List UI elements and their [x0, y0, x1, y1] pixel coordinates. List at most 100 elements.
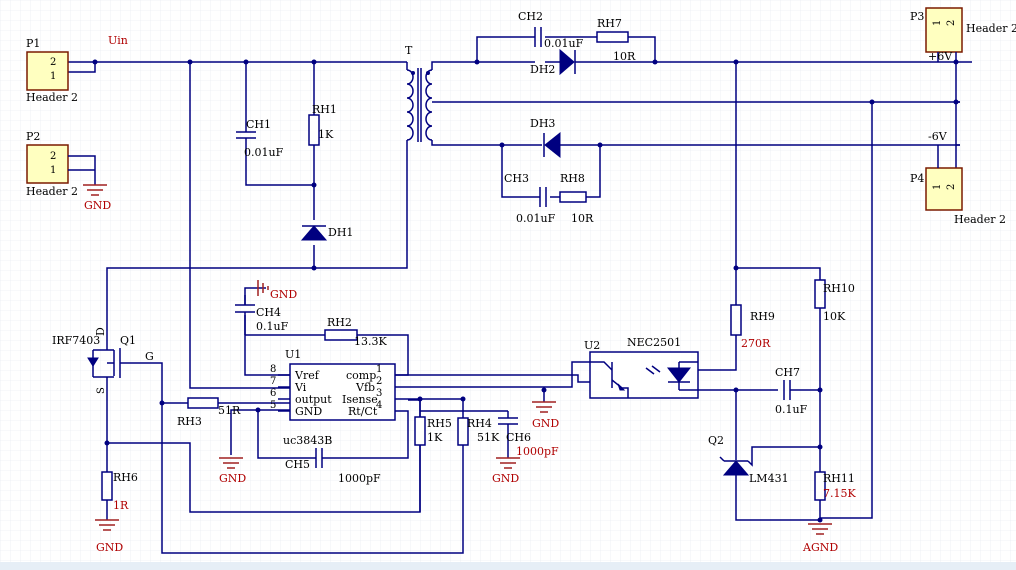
rh1-designator: RH1	[312, 103, 337, 116]
rh4-designator: RH4	[467, 417, 492, 430]
q1-pin-s: S	[96, 387, 107, 394]
transformer-t[interactable]: T	[405, 44, 433, 142]
mosfet-q1[interactable]: Q1 IRF7403 G D S	[52, 327, 154, 394]
rh10-designator: RH10	[823, 282, 855, 295]
resistor-rh6[interactable]: RH6 1R	[101, 471, 138, 512]
p1-name: Header 2	[26, 91, 78, 104]
gnd-p2-label: GND	[84, 199, 111, 212]
ch1-value: 0.01uF	[244, 146, 284, 159]
ch4-designator: CH4	[256, 306, 281, 319]
ch5-designator: CH5	[285, 458, 310, 471]
p1-pin-2: 2	[50, 57, 56, 68]
gnd-ch6-label: GND	[492, 472, 519, 485]
u1-pin2-name: Vfb	[355, 381, 375, 394]
resistor-rh11[interactable]: RH11 7.15K	[814, 471, 856, 501]
u2-designator: U2	[584, 339, 600, 352]
dh1-designator: DH1	[328, 226, 353, 239]
resistor-rh5[interactable]: RH5 1K	[414, 416, 452, 512]
ch3-designator: CH3	[504, 172, 529, 185]
ch3-value: 0.01uF	[516, 212, 556, 225]
p4-pin-2: 2	[946, 184, 957, 190]
gnd-rh6: GND	[95, 519, 123, 554]
connector-p2[interactable]: 2 1 P2 Header 2	[26, 130, 96, 198]
rh11-value: 7.15K	[823, 487, 856, 500]
capacitor-ch5[interactable]: CH5 1000pF	[285, 448, 381, 485]
resistor-rh4[interactable]: RH4 51K	[457, 417, 500, 446]
diode-dh2[interactable]: DH2	[530, 48, 576, 76]
rh2-value: 13.3K	[354, 335, 387, 348]
optocoupler-u2[interactable]: U2 NEC2501	[584, 336, 699, 399]
diode-dh1[interactable]: DH1	[300, 225, 353, 241]
connector-p4[interactable]: 1 2 P4 Header 2	[910, 145, 1006, 226]
connector-p1[interactable]: 2 1 P1 Header 2	[26, 37, 78, 104]
net-pos6v: +6V	[928, 50, 953, 63]
dh2-designator: DH2	[530, 63, 555, 76]
p1-pin-1: 1	[50, 71, 56, 82]
p2-name: Header 2	[26, 185, 78, 198]
gnd-ch6: GND	[492, 457, 520, 485]
capacitor-ch1[interactable]: CH1 0.01uF	[236, 118, 284, 159]
q2-part: LM431	[749, 472, 789, 485]
u1-pin3-num: 3	[376, 388, 382, 399]
q1-pin-g: G	[145, 350, 154, 363]
rh7-value: 10R	[613, 50, 636, 63]
ch7-designator: CH7	[775, 366, 800, 379]
rh11-designator: RH11	[823, 472, 855, 485]
rh3-value: 51R	[218, 404, 241, 417]
ch6-value: 1000pF	[516, 445, 559, 458]
rh7-designator: RH7	[597, 17, 622, 30]
diode-dh3[interactable]: DH3	[530, 117, 561, 159]
resistor-rh3[interactable]: RH3 51R	[177, 397, 241, 428]
u1-pin8-num: 8	[270, 364, 276, 375]
resistor-rh7[interactable]: RH7 10R	[596, 17, 636, 63]
dh3-designator: DH3	[530, 117, 555, 130]
resistor-rh2[interactable]: RH2 13.3K	[324, 316, 387, 348]
net-neg6v: -6V	[928, 130, 948, 143]
gnd-u1-label: GND	[219, 472, 246, 485]
capacitor-ch7[interactable]: CH7 0.1uF	[775, 366, 808, 416]
rh1-value: 1K	[318, 128, 334, 141]
capacitor-ch4[interactable]: CH4 0.1uF	[235, 287, 289, 335]
q1-part: IRF7403	[52, 334, 100, 347]
rh10-value: 10K	[823, 310, 846, 323]
ch2-value: 0.01uF	[544, 37, 584, 50]
agnd-label: AGND	[802, 541, 838, 554]
p1-designator: P1	[26, 37, 40, 50]
rh6-value: 1R	[113, 499, 129, 512]
ic-u1[interactable]: U1 uc3843B 8 7 6 5 Vref Vi output GND 1 …	[270, 348, 396, 447]
u1-designator: U1	[285, 348, 301, 361]
gnd-u2-label: GND	[532, 417, 559, 430]
p2-designator: P2	[26, 130, 40, 143]
ch5-value: 1000pF	[338, 472, 381, 485]
rh3-designator: RH3	[177, 415, 202, 428]
shunt-regulator-q2[interactable]: Q2 LM431	[708, 434, 789, 485]
ch4-value: 0.1uF	[256, 320, 289, 333]
p2-pin-1: 1	[50, 165, 56, 176]
ch6-designator: CH6	[506, 431, 531, 444]
gnd-rh6-label: GND	[96, 541, 123, 554]
ch7-value: 0.1uF	[775, 403, 808, 416]
capacitor-ch6[interactable]: CH6 1000pF	[498, 417, 559, 458]
gnd-ch4-label: GND	[270, 288, 297, 301]
capacitor-ch3[interactable]: CH3 0.01uF	[504, 172, 556, 225]
capacitor-ch2[interactable]: CH2 0.01uF	[518, 10, 584, 50]
resistor-rh10[interactable]: RH10 10K	[814, 279, 855, 323]
connector-p3[interactable]: 1 2 P3 Header 2	[910, 7, 1016, 62]
resistor-rh8[interactable]: RH8 10R	[559, 172, 594, 225]
p3-pin-1: 1	[932, 20, 943, 26]
gnd-ch4: GND	[257, 280, 297, 301]
p4-designator: P4	[910, 172, 924, 185]
u1-pin6-name: output	[295, 393, 332, 406]
rh5-designator: RH5	[427, 417, 452, 430]
p4-name: Header 2	[954, 213, 1006, 226]
p4-pin-1: 1	[932, 184, 943, 190]
transformer-designator: T	[405, 44, 413, 57]
junction-dots	[92, 59, 959, 523]
rh8-value: 10R	[571, 212, 594, 225]
p3-designator: P3	[910, 10, 924, 23]
resistor-rh9[interactable]: RH9 270R	[730, 304, 775, 350]
q2-designator: Q2	[708, 434, 724, 447]
resistor-rh1[interactable]: RH1 1K	[308, 103, 337, 146]
